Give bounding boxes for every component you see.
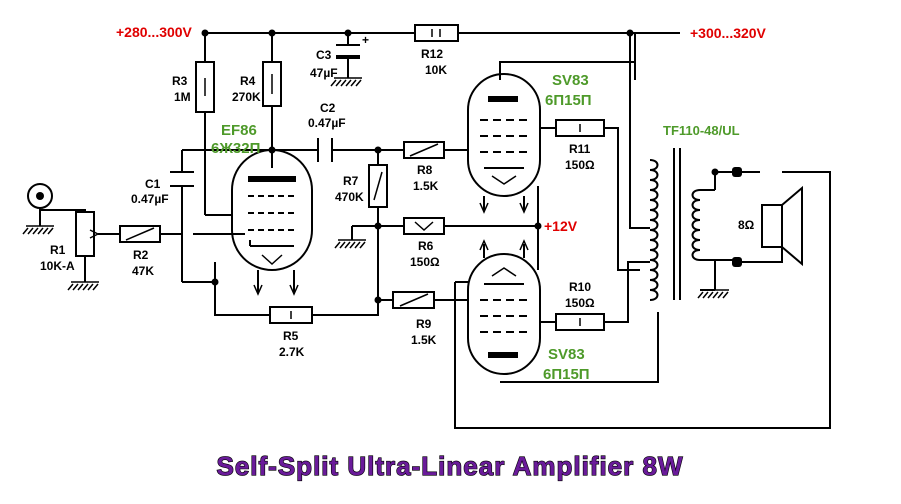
r12-ref: R12 — [421, 47, 443, 61]
r1-ref: R1 — [50, 243, 66, 257]
grounds — [22, 77, 729, 299]
supply-input-label: +280...300V — [116, 24, 193, 40]
output-transformer — [649, 148, 715, 301]
r2-value: 47K — [132, 264, 154, 278]
bottom-tube-alt: 6П15П — [543, 366, 590, 383]
driver-tube-alt: 6Ж32П — [211, 140, 260, 157]
c3-value: 47µF — [310, 66, 338, 80]
driver-tube-name: EF86 — [221, 122, 257, 139]
heater-bias-label: +12V — [544, 218, 578, 234]
speaker — [732, 167, 803, 267]
r12-body — [414, 24, 459, 42]
driver-tube-ef86 — [231, 149, 313, 296]
c1-plates — [170, 171, 194, 187]
r11-value: 150Ω — [565, 158, 595, 172]
c2-ref: C2 — [320, 101, 336, 115]
r1-value: 10K-A — [40, 259, 75, 273]
r6-body — [403, 217, 445, 235]
r5-ref: R5 — [283, 329, 299, 343]
r11-ref: R11 — [569, 142, 591, 156]
r3-ref: R3 — [172, 74, 188, 88]
c3-plate-bottom — [336, 55, 360, 59]
ground-c3 — [330, 77, 362, 87]
ground-r6 — [334, 239, 366, 249]
c3-plus-sign: + — [362, 33, 369, 47]
c2-value: 0.47µF — [308, 116, 346, 130]
capacitors: + — [170, 33, 369, 187]
r5-value: 2.7K — [279, 345, 305, 359]
r6-ref: R6 — [418, 239, 434, 253]
c3-ref: C3 — [316, 48, 332, 62]
r7-ref: R7 — [343, 174, 359, 188]
c1-ref: C1 — [145, 177, 161, 191]
r9-value: 1.5K — [411, 333, 437, 347]
r4-value: 270K — [232, 90, 261, 104]
r6-value: 150Ω — [410, 255, 440, 269]
r10-value: 150Ω — [565, 296, 595, 310]
top-tube-alt: 6П15П — [545, 92, 592, 109]
junctions — [201, 29, 719, 304]
resistors — [75, 24, 605, 331]
r10-ref: R10 — [569, 280, 591, 294]
ground-pot — [67, 281, 99, 291]
transformer-label: TF110-48/UL — [663, 123, 740, 138]
r12-value: 10K — [425, 63, 447, 77]
input-jack — [27, 183, 53, 209]
ground-input — [22, 225, 54, 235]
r3-value: 1M — [174, 90, 191, 104]
output-tube-bottom — [467, 239, 541, 375]
r1-body — [75, 211, 95, 257]
output-tube-top — [467, 73, 541, 214]
r8-ref: R8 — [417, 163, 433, 177]
c2-plates — [317, 138, 333, 162]
r4-ref: R4 — [240, 74, 256, 88]
diagram-title: Self-Split Ultra-Linear Amplifier 8W — [217, 451, 684, 481]
supply-output-label: +300...320V — [690, 25, 767, 41]
bottom-tube-name: SV83 — [548, 346, 585, 363]
top-tube-name: SV83 — [552, 72, 589, 89]
ground-secondary — [697, 289, 729, 299]
r9-ref: R9 — [416, 317, 432, 331]
speaker-impedance-label: 8Ω — [738, 218, 755, 232]
r8-value: 1.5K — [413, 179, 439, 193]
c1-value: 0.47µF — [131, 192, 169, 206]
r2-ref: R2 — [133, 248, 149, 262]
r7-value: 470K — [335, 190, 364, 204]
